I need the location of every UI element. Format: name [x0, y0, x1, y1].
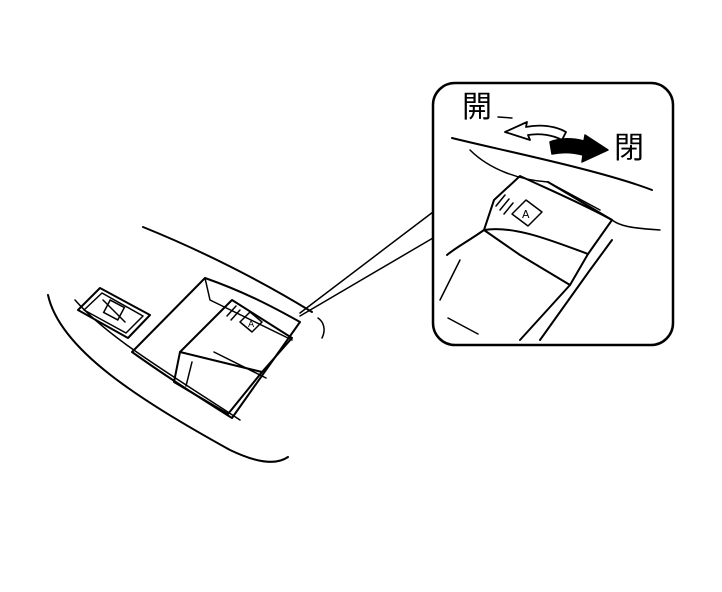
switch-auto-mark: A [248, 320, 255, 330]
auto-mark-icon [239, 311, 263, 333]
lock-symbol-icon [102, 299, 126, 323]
door-armrest-panel [47, 226, 325, 463]
close-label: 閉 [614, 131, 644, 166]
open-direction-arrow [497, 116, 567, 141]
detail-callout-box [431, 81, 675, 347]
window-switch-housing [131, 277, 301, 419]
detail-leader-lines [299, 211, 434, 317]
auto-mark-detail-icon [511, 199, 543, 227]
switch-auto-mark-detail: A [522, 208, 530, 221]
close-direction-arrow [549, 134, 609, 163]
window-lock-button [77, 287, 151, 339]
open-label: 開 [462, 90, 492, 125]
